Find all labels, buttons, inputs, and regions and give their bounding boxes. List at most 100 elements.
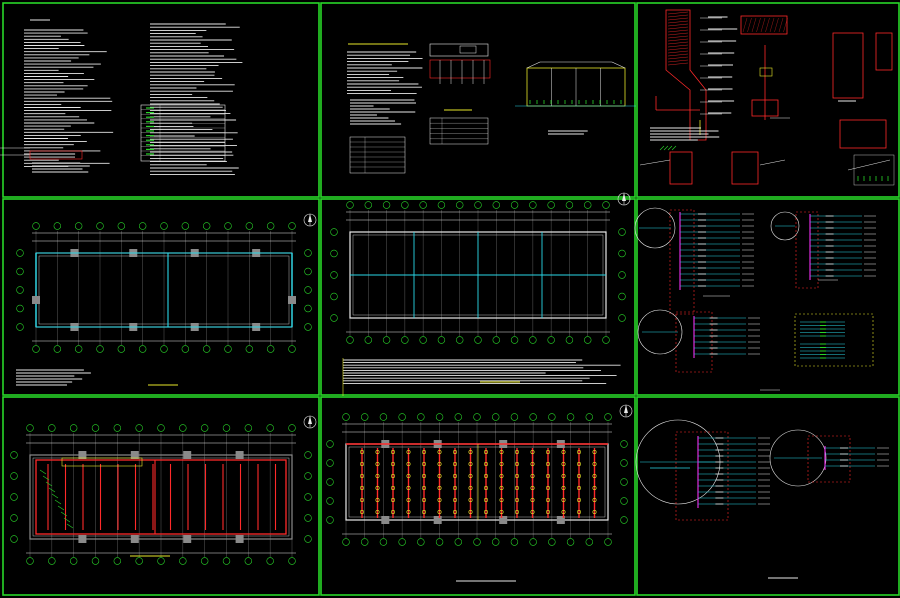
support-point (437, 461, 442, 466)
grid-bubble-icon (548, 413, 556, 421)
grid-bubble-icon (565, 201, 574, 209)
support-point (390, 449, 395, 454)
support-point (406, 461, 411, 466)
grid-bubble-icon (10, 472, 18, 480)
support-point (514, 497, 519, 502)
grid-bubble-icon (222, 557, 231, 565)
distribution-box-outline (675, 431, 729, 521)
grid-bubble-icon (91, 424, 100, 432)
grid-bubble-icon (138, 345, 147, 353)
sheet-frame (2, 198, 320, 396)
grid-bubble-icon (266, 557, 274, 565)
grid-bubble-icon (330, 228, 338, 236)
grid-bubble-icon (74, 345, 83, 353)
support-point (437, 449, 442, 454)
support-point (437, 473, 442, 478)
column-icon (130, 535, 139, 543)
grid-bubble-icon (618, 314, 626, 322)
grid-bubble-icon (510, 201, 519, 209)
support-point (483, 449, 488, 454)
grid-bubble-icon (361, 413, 369, 421)
grid-bubble-icon (419, 201, 427, 209)
grid-bubble-icon (304, 323, 312, 331)
support-point (576, 485, 581, 490)
grid-bubble-icon (330, 271, 338, 279)
grid-bubble-icon (382, 201, 391, 209)
wall-section-detail (665, 9, 707, 141)
distribution-box-outline (795, 211, 819, 289)
grid-bubble-icon (288, 345, 296, 353)
sheet-frame (636, 396, 900, 596)
north-arrow-icon (619, 404, 633, 418)
grid-bubble-icon (620, 478, 628, 486)
support-point (561, 485, 566, 490)
support-point (421, 461, 426, 466)
grid-bubble-icon (326, 516, 334, 524)
sheet-frame (636, 198, 900, 396)
grid-bubble-icon (473, 413, 481, 421)
support-point (375, 497, 380, 502)
grid-bubble-icon (200, 557, 209, 565)
distribution-box-outline (807, 435, 851, 483)
support-point (576, 509, 581, 514)
support-point (452, 473, 457, 478)
support-point (375, 509, 380, 514)
grid-bubble-icon (618, 249, 626, 258)
support-point (375, 473, 380, 478)
support-point (483, 473, 488, 478)
grid-bubble-icon (473, 538, 481, 546)
support-point (359, 473, 364, 478)
grid-bubble-icon (16, 286, 24, 294)
grid-bubble-icon (53, 222, 62, 230)
grid-bubble-icon (326, 440, 334, 448)
support-point (468, 473, 473, 478)
inner-wall (32, 457, 290, 537)
grid-bubble-icon (566, 538, 575, 546)
sheet-frame (2, 396, 320, 596)
grid-bubble-icon (492, 201, 500, 209)
grid-bubble-icon (382, 336, 391, 344)
support-point (437, 509, 442, 514)
support-point (468, 485, 473, 490)
panel-zoom-circle (769, 429, 827, 487)
grid-bubble-icon (620, 516, 628, 524)
support-point (561, 473, 566, 478)
panel-zoom-circle (770, 211, 800, 241)
grid-bubble-icon (474, 201, 482, 209)
grid-bubble-icon (202, 345, 211, 353)
installation-details-sheet (636, 2, 900, 198)
support-point (483, 509, 488, 514)
grid-bubble-icon (244, 557, 253, 565)
grid-bubble-icon (288, 222, 296, 230)
grid-bubble-icon (361, 538, 369, 546)
grid-bubble-icon (224, 345, 232, 353)
support-point (421, 485, 426, 490)
grid-bubble-icon (200, 424, 209, 432)
grid-bubble-icon (326, 459, 334, 467)
column-icon (235, 535, 244, 543)
grid-bubble-icon (16, 304, 24, 313)
support-point (499, 449, 504, 454)
column-icon (32, 296, 40, 304)
grid-bubble-icon (585, 413, 593, 421)
support-point (452, 509, 457, 514)
support-point (452, 485, 457, 490)
column-icon (433, 516, 442, 524)
grid-bubble-icon (330, 249, 338, 258)
grid-bubble-icon (10, 451, 18, 459)
support-point (421, 497, 426, 502)
sheet-frame (320, 198, 636, 396)
grid-bubble-icon (304, 493, 312, 501)
grid-bubble-icon (492, 413, 500, 421)
grid-bubble-icon (529, 538, 537, 546)
support-point (359, 461, 364, 466)
grid-bubble-icon (113, 424, 122, 432)
support-point (452, 461, 457, 466)
support-point (359, 509, 364, 514)
grid-bubble-icon (48, 424, 56, 432)
grid-bubble-icon (618, 228, 626, 236)
grid-bubble-icon (618, 271, 626, 279)
grid-bubble-icon (304, 535, 312, 543)
